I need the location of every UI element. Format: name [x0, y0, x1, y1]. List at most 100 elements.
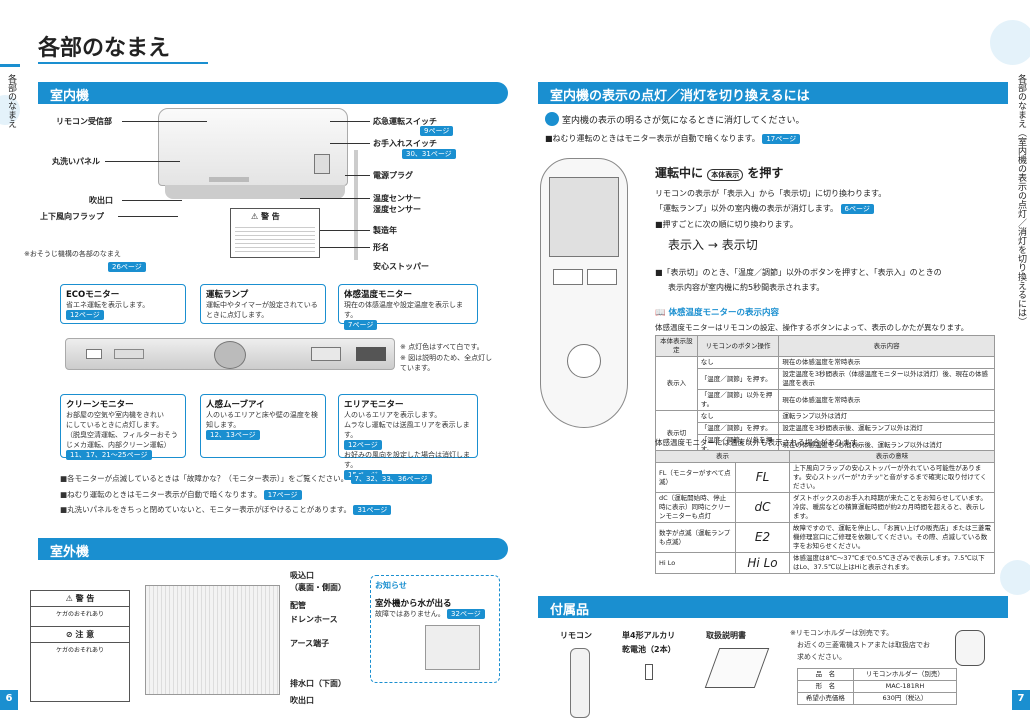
- bullet-1: ■各モニターが点滅しているときは「故障かな？（モニター表示）」をご覧ください。 …: [60, 474, 432, 484]
- clean-monitor-title: クリーンモニター: [66, 398, 180, 410]
- clean-monitor-page: 11、17、21〜25ページ: [66, 450, 152, 460]
- tip-icon: [545, 112, 559, 126]
- human-eye-sensor: [214, 341, 246, 369]
- area-page-1: 12ページ: [344, 440, 382, 450]
- clean-text-1: お部屋の空気や室内機をきれい: [66, 410, 180, 420]
- area-text-3: お好みの風向を設定した場合は消灯します。: [344, 450, 472, 470]
- step-text-3: ■押すごとに次の順に切り換わります。: [655, 219, 798, 230]
- table-row: Hi LoHi Lo体感温度は8℃〜37℃まで0.5℃きざみで表示します。7.5…: [656, 553, 995, 574]
- label-wash-panel: 丸洗いパネル: [52, 156, 100, 167]
- label-safety-stopper: 安心ストッパー: [373, 261, 429, 272]
- outdoor-warning-title: 警 告: [76, 594, 95, 603]
- holder-note-2: お近くの三菱電機ストアまたは取扱店でお: [797, 640, 930, 650]
- bullet-2: ■ねむり運転のときはモニター表示が自動で暗くなります。 17ページ: [60, 490, 302, 500]
- area-monitor-box: エリアモニター 人のいるエリアを表示します。 ムラなし運転では送風エリアを表示し…: [338, 394, 478, 458]
- outdoor-unit-illustration: [145, 585, 280, 695]
- notice-title: お知らせ: [375, 580, 495, 591]
- label-remote-receiver: リモコン受信部: [56, 116, 112, 127]
- toggle-off: 表示切: [722, 238, 758, 252]
- step-text-4: ■「表示切」のとき、「温度／調節」以外のボタンを押すと、「表示入」のときの: [655, 267, 942, 278]
- note-color: ※ 点灯色はすべて白です。: [400, 342, 484, 352]
- human-move-eye-page: 12、13ページ: [206, 430, 260, 440]
- step-text-2: 「運転ランプ」以外の室内機の表示が消灯します。 6ページ: [655, 203, 874, 214]
- outdoor-warning-text: ケガのおそれあり: [31, 607, 129, 620]
- page-number-right: 7: [1012, 690, 1030, 710]
- step-text-1: リモコンの表示が「表示入」から「表示切」に切り換わります。: [655, 188, 886, 199]
- acc-remote-illustration: [570, 648, 590, 718]
- holder-note-3: 求めください。: [797, 652, 846, 662]
- label-manufacture-year: 製造年: [373, 225, 397, 236]
- toggle-sequence: 表示入 → 表示切: [668, 236, 758, 253]
- display-button-icon: 本体表示: [707, 169, 743, 181]
- toggle-on: 表示入: [668, 238, 704, 252]
- eco-monitor-text: 省エネ運転を表示します。: [66, 300, 180, 310]
- table-row: dC（運転開始時、停止時に表示）同時にクリーンモニターも点灯dCダストボックスの…: [656, 493, 995, 523]
- eco-monitor-page: 12ページ: [66, 310, 104, 320]
- manual-illustration: [705, 648, 770, 688]
- section-accessories-title: 付属品: [538, 596, 1008, 618]
- cleaning-note: ※おそうじ機構の各部のなまえ: [24, 249, 121, 259]
- label-power-plug: 電源プラグ: [373, 170, 413, 181]
- table-row: 「温度／調節」を押す。設定温度を3秒間表示（体感温度モニター以外は消灯）後、現在…: [656, 369, 995, 390]
- display-panel: [65, 338, 395, 370]
- body-temp-title: 体感温度モニター: [344, 288, 472, 300]
- decoration-right-bottom: [1000, 560, 1030, 595]
- warning-label-text: 警 告: [261, 212, 280, 221]
- notice-box: お知らせ 室外機から水が出る 故障ではありません。 32ページ: [370, 575, 500, 683]
- table-row: 表示切なし運転ランプ以外は消灯: [656, 411, 995, 423]
- area-text-2: ムラなし運転では送風エリアを表示します。: [344, 420, 472, 440]
- table2-lead: 体感温度モニターには温度以外も表示される場合があります。: [655, 437, 864, 448]
- clean-text-2: にしているときに点灯します。: [66, 420, 180, 430]
- area-monitor-title: エリアモニター: [344, 398, 472, 410]
- clean-monitor-box: クリーンモニター お部屋の空気や室内機をきれい にしているときに点灯します。 （…: [60, 394, 186, 458]
- label-humidity-sensor: 湿度センサー: [373, 204, 421, 215]
- page-title: 各部のなまえ: [38, 30, 170, 62]
- sub-lead: 体感温度モニターはリモコンの設定、操作するボタンによって、表示のしかたが異なりま…: [655, 322, 968, 333]
- label-intake: 吸込口: [290, 570, 314, 581]
- human-move-eye-box: 人感ムーブアイ 人のいるエリアと床や壁の温度を検知します。 12、13ページ: [200, 394, 326, 458]
- title-underline: [38, 62, 208, 64]
- section-indoor-title: 室内機: [38, 82, 508, 104]
- holder-note-1: ※リモコンホルダーは別売です。: [790, 628, 893, 638]
- table-row: 表示入なし現在の体感温度を常時表示: [656, 357, 995, 369]
- body-temp-page: 7ページ: [344, 320, 377, 330]
- step-suffix: を押す: [747, 166, 783, 180]
- battery-icon: [645, 664, 653, 680]
- holder-illustration: [955, 630, 985, 666]
- notice-text: 故障ではありません。: [375, 610, 445, 618]
- bullet-3: ■丸洗いパネルをきちっと閉めていないと、モニター表示がぼやけることがあります。 …: [60, 505, 391, 515]
- notice-heading: 室外機から水が出る: [375, 597, 495, 609]
- label-temp-sensor: 温度センサー: [373, 193, 421, 204]
- label-pipe: 配管: [290, 600, 306, 611]
- run-lamp-box: 運転ランプ 運転中やタイマーが設定されているときに点灯します。: [200, 284, 326, 324]
- remote-illustration: [540, 158, 628, 428]
- decoration-right-top: [990, 20, 1030, 65]
- outdoor-warning-panel: ⚠ 警 告 ケガのおそれあり ⊘ 注 意 ケガのおそれあり: [30, 590, 130, 702]
- label-drain-hose: ドレンホース: [290, 614, 338, 625]
- step-text-5: 表示内容が室内機に約5秒間表示されます。: [668, 282, 824, 293]
- section-toggle-title: 室内機の表示の点灯／消灯を切り換えるには: [538, 82, 1008, 104]
- human-move-eye-text: 人のいるエリアと床や壁の温度を検知します。: [206, 410, 320, 430]
- body-temp-text: 現在の体感温度や設定温度を表示します。: [344, 300, 472, 320]
- label-outdoor-outlet: 吹出口: [290, 695, 314, 706]
- outdoor-caution-title: 注 意: [75, 630, 94, 639]
- nemuri-note: ■ねむり運転のときはモニター表示が自動で暗くなります。 17ページ: [545, 133, 800, 144]
- indoor-unit-illustration: [158, 108, 348, 186]
- eco-monitor-box: ECOモニター 省エネ運転を表示します。 12ページ: [60, 284, 186, 324]
- flap-illustration: [165, 185, 345, 199]
- label-earth-terminal: アース端子: [290, 638, 329, 649]
- power-cord: [354, 150, 358, 260]
- acc-manual: 取扱説明書: [706, 630, 746, 641]
- clean-text-4: じメカ運転、内部クリーン運転）: [66, 440, 180, 450]
- label-flap: 上下風向フラップ: [40, 211, 104, 222]
- sub-heading: 📖 体感温度モニターの表示内容: [655, 306, 779, 318]
- note-figure: ※ 図は説明のため、全点灯しています。: [400, 353, 495, 373]
- page-ref-emergency: 9ページ: [420, 126, 453, 136]
- warning-label: ⚠ 警 告: [230, 208, 320, 258]
- section-outdoor-title: 室外機: [38, 538, 508, 560]
- remote-lcd: [549, 177, 619, 257]
